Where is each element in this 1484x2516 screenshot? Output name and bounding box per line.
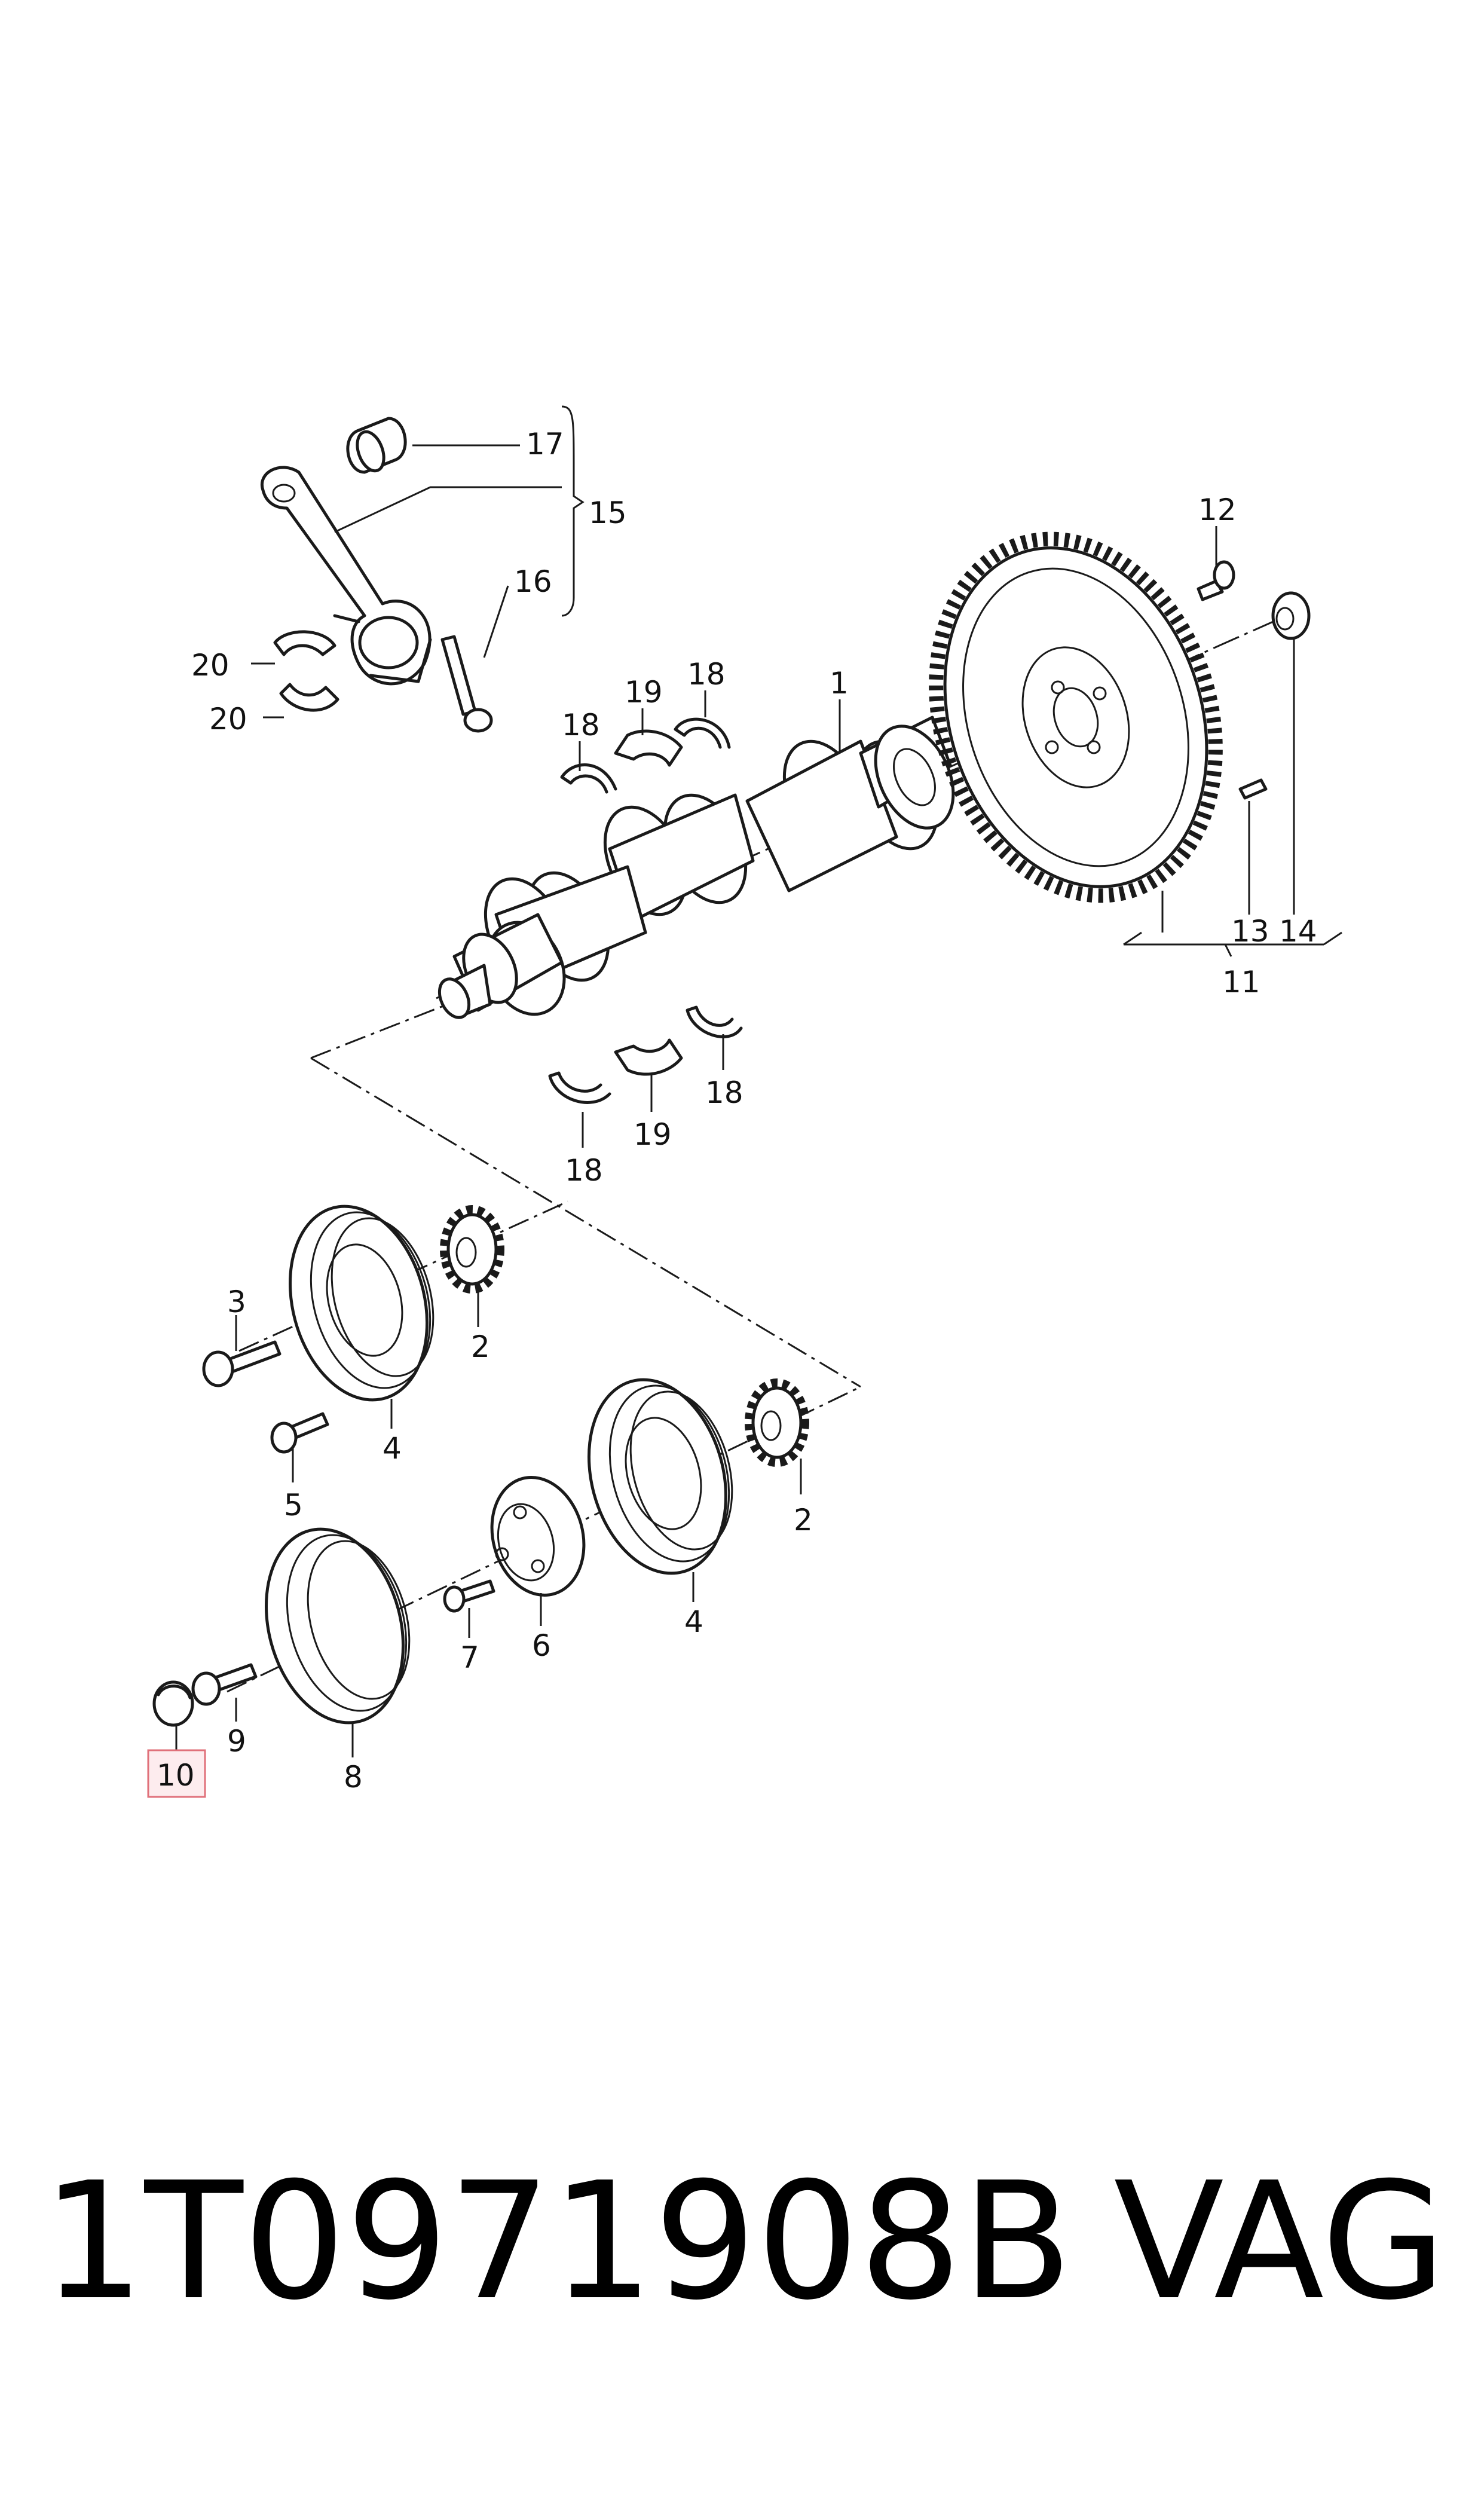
hub-bolt xyxy=(443,1579,495,1613)
crank-sprocket-upper xyxy=(440,1205,504,1294)
callout-12[interactable]: 12 xyxy=(1198,493,1237,527)
flywheel-bolt xyxy=(1197,560,1235,601)
callout-17[interactable]: 17 xyxy=(526,427,564,461)
callout-2-lower[interactable]: 2 xyxy=(794,1503,813,1537)
callout-15[interactable]: 15 xyxy=(589,496,627,530)
callout-13[interactable]: 13 xyxy=(1231,914,1269,949)
cap-plug xyxy=(152,1680,194,1727)
thrust-washer-lower-right xyxy=(686,1005,743,1038)
callout-1[interactable]: 1 xyxy=(830,666,849,701)
callout-8[interactable]: 8 xyxy=(344,1760,363,1794)
crank-sprocket-nose xyxy=(437,933,518,1019)
rod-bolt xyxy=(440,635,493,733)
dowel-pin xyxy=(1238,778,1268,800)
crankshaft xyxy=(452,716,955,1016)
flywheel-axis-line xyxy=(1219,620,1274,647)
pulley-bolt-upper xyxy=(202,1340,281,1387)
callout-14[interactable]: 14 xyxy=(1279,914,1317,949)
callout-10[interactable]: 10 xyxy=(157,1758,195,1793)
leader-11 xyxy=(1123,891,1342,957)
callout-3[interactable]: 3 xyxy=(227,1285,246,1319)
callout-6[interactable]: 6 xyxy=(532,1628,551,1663)
callout-4-upper[interactable]: 4 xyxy=(383,1431,402,1466)
central-bolt xyxy=(191,1663,258,1706)
callout-18-upper-left[interactable]: 18 xyxy=(562,708,600,742)
flywheel-nut xyxy=(1271,591,1311,640)
main-bearing-upper xyxy=(614,729,683,767)
crank-sprocket-lower xyxy=(745,1378,809,1467)
callout-16[interactable]: 16 xyxy=(514,564,552,599)
footer-caption: 1T0971908B VAG xyxy=(42,2152,1446,2331)
leader-16 xyxy=(483,585,509,658)
callout-18-lower-left[interactable]: 18 xyxy=(565,1153,603,1188)
flywheel xyxy=(929,531,1223,903)
leader-15 xyxy=(561,405,585,617)
callout-2-upper[interactable]: 2 xyxy=(471,1329,490,1364)
callout-9[interactable]: 9 xyxy=(227,1724,246,1759)
callout-11[interactable]: 11 xyxy=(1222,965,1260,999)
thrust-washer-lower-left xyxy=(548,1071,611,1104)
callout-20-lower[interactable]: 20 xyxy=(209,702,247,736)
callout-20-upper[interactable]: 20 xyxy=(191,648,230,683)
connecting-rod xyxy=(260,466,432,686)
callout-18-upper-right[interactable]: 18 xyxy=(687,657,726,692)
pulley-lower xyxy=(587,1378,733,1575)
pulley-bolt-small xyxy=(270,1412,329,1454)
callout-4-lower[interactable]: 4 xyxy=(684,1604,703,1639)
main-bearing-lower xyxy=(614,1038,683,1076)
thrust-washer-upper-left xyxy=(560,763,617,794)
pulley-upper xyxy=(288,1204,435,1402)
thrust-washer-upper-right xyxy=(674,717,731,749)
brand-name: VAG xyxy=(1113,2147,1446,2335)
rod-bearing-shells xyxy=(273,630,339,712)
pulley-upper-axis xyxy=(238,1200,568,1352)
callout-19-lower[interactable]: 19 xyxy=(634,1117,672,1152)
leader-rod xyxy=(334,486,562,533)
part-number: 1T0971908B xyxy=(42,2147,1073,2335)
vibration-damper xyxy=(264,1527,411,1725)
callout-7[interactable]: 7 xyxy=(460,1640,479,1675)
hub-flange xyxy=(490,1475,586,1597)
callout-5[interactable]: 5 xyxy=(284,1488,303,1523)
callout-19-upper[interactable]: 19 xyxy=(625,675,663,710)
small-end-bushing xyxy=(346,417,407,474)
callout-18-lower-right[interactable]: 18 xyxy=(705,1075,743,1110)
highlight-box-part-10 xyxy=(147,1749,206,1798)
